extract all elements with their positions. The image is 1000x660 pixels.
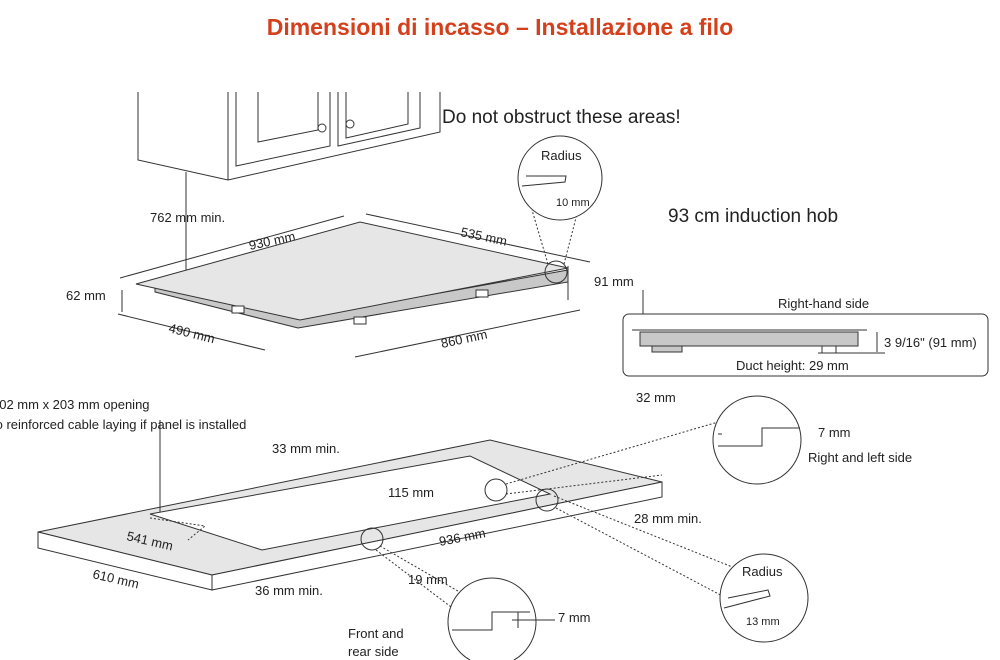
body-width-label: 860 mm <box>440 326 489 350</box>
body-depth-label: 490 mm <box>167 320 216 346</box>
rebate-side-depth: 7 mm <box>818 425 851 440</box>
side-height-label: 3 9/16" (91 mm) <box>884 335 977 350</box>
side-view-label: Right-hand side <box>778 296 869 311</box>
rebate-front-label-1: Front and <box>348 626 404 641</box>
total-height-label: 91 mm <box>594 274 634 289</box>
product-name: 93 cm induction hob <box>668 206 838 227</box>
opening-line-2: to reinforced cable laying if panel is i… <box>0 417 246 432</box>
top-depth-label: 535 mm <box>459 224 508 248</box>
radius-value-top: 10 mm <box>556 197 590 209</box>
wall-cabinet <box>137 92 441 181</box>
rebate-side-label: Right and left side <box>808 450 912 465</box>
radius-detail-top <box>517 135 603 221</box>
duct-height-label: Duct height: 29 mm <box>736 358 849 373</box>
corner-radius-label: Radius <box>742 564 783 579</box>
corner-radius-value: 13 mm <box>746 616 780 628</box>
rebate-front-depth: 7 mm <box>558 610 591 625</box>
front-gap-label: 33 mm min. <box>272 441 340 456</box>
page-title: Dimensioni di incasso – Installazione a … <box>266 14 734 40</box>
side-gap-label: 28 mm min. <box>634 511 702 526</box>
radius-label-top: Radius <box>541 148 582 163</box>
back-gap-label: 36 mm min. <box>255 583 323 598</box>
body-height-label: 62 mm <box>66 288 106 303</box>
opening-line-1: 102 mm x 203 mm opening <box>0 397 150 412</box>
rebate-side-width: 32 mm <box>636 390 676 405</box>
notice-text: Do not obstruct these areas! <box>442 107 681 128</box>
countertop <box>37 439 663 591</box>
rebate-front-label-2: rear side <box>348 644 399 659</box>
inner-depth-label: 115 mm <box>388 485 434 500</box>
cabinet-clearance-label: 762 mm min. <box>150 210 225 225</box>
rebate-detail-side <box>712 395 802 485</box>
rebate-front-width: 19 mm <box>408 572 448 587</box>
hob-3d <box>135 221 569 329</box>
